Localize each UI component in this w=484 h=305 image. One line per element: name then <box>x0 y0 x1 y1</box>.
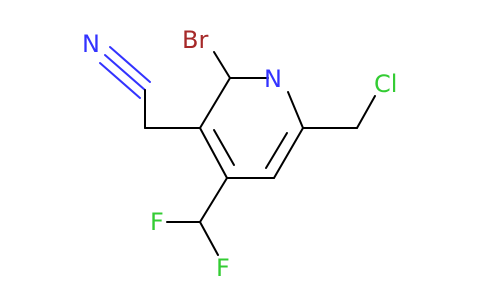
atom-labels: N Br N Cl F F <box>82 26 397 282</box>
fluorine-label-1: F <box>150 208 164 236</box>
ring-double-bond-inner-2 <box>265 132 288 169</box>
c4-chf2-bond <box>199 177 228 223</box>
ring-bond-c6-c5 <box>273 127 304 179</box>
ring-nitrogen-label: N <box>264 65 282 93</box>
ring-bond-n-c6 <box>287 91 304 129</box>
fluorine-label-2: F <box>216 254 230 282</box>
nitrile-nitrogen-label: N <box>82 30 100 58</box>
ring-double-bond-inner-1 <box>213 129 235 166</box>
nitrile-triple-bond-3 <box>99 62 141 99</box>
ch2-cl-bond <box>356 95 376 129</box>
c2-br-bond <box>213 51 231 79</box>
ring-bond-c4-c3 <box>199 127 228 179</box>
chlorine-label: Cl <box>374 70 397 98</box>
nitrile-triple-bond-2 <box>109 46 151 83</box>
nitrile-triple-bond-1 <box>104 54 146 91</box>
ring-bond-c3-c2 <box>199 77 231 129</box>
chf2-f2-bond <box>199 221 219 256</box>
bromine-label: Br <box>182 26 208 54</box>
bonds <box>99 46 376 256</box>
